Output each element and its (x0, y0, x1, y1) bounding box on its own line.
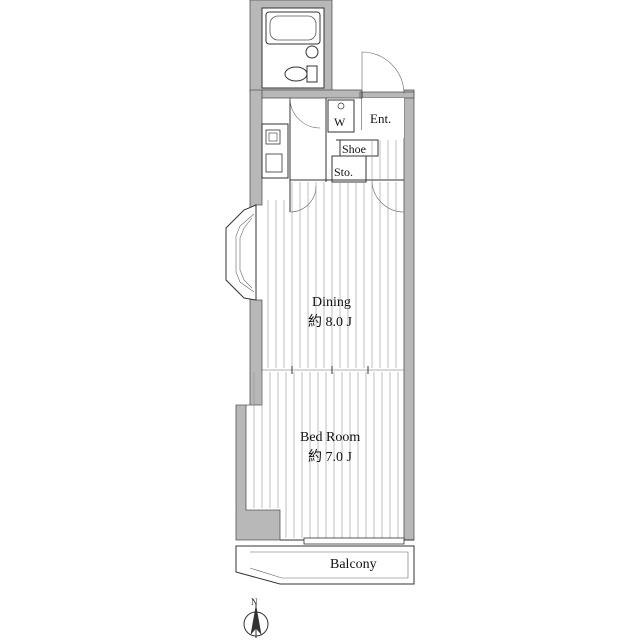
toilet-icon (284, 65, 318, 83)
washer-label: W (334, 115, 346, 129)
bedroom-size: 約 7.0 J (308, 449, 352, 465)
bedroom-label: Bed Room (300, 430, 360, 445)
entrance-label: Ent. (370, 111, 391, 126)
balcony (235, 537, 415, 585)
corridor (289, 97, 405, 213)
bathroom-block (249, 0, 333, 93)
kitchen (261, 123, 289, 179)
stove-icon (265, 129, 281, 145)
balcony-label: Balcony (330, 557, 377, 572)
compass-north-label: N (251, 597, 258, 607)
dining-size: 約 8.0 J (308, 314, 352, 330)
sink-icon (265, 153, 283, 173)
compass-icon (243, 604, 269, 638)
bathtub-icon (265, 11, 321, 45)
shoe-label: Shoe (342, 142, 366, 156)
bay-window (225, 204, 257, 301)
washbasin-icon (305, 45, 319, 59)
floor-boards (253, 140, 399, 538)
storage-label: Sto. (334, 165, 353, 179)
entrance-door[interactable] (361, 51, 405, 138)
dining-label: Dining (312, 295, 351, 310)
